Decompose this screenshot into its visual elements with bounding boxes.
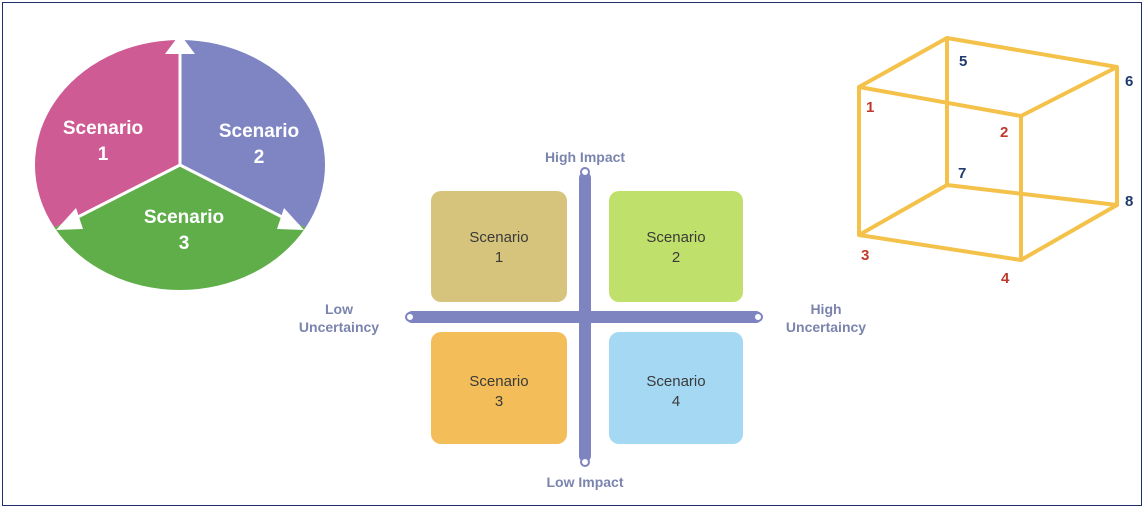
cube-edge-4-8 [1020, 203, 1118, 262]
cube-label-8: 8 [1125, 193, 1133, 210]
pie-slice-scenario-1 [34, 40, 180, 228]
axis-end-right [753, 312, 763, 322]
cube-edge-1-5 [858, 36, 948, 89]
low-uncertainty-label-line1: Low [325, 301, 353, 317]
matrix-box-1-label: Scenario [469, 229, 528, 246]
cube-label-2: 2 [1000, 124, 1008, 141]
cube-edge-3-7 [858, 183, 948, 237]
scenario-box-2 [609, 191, 743, 302]
low-uncertainty-label-line2: Uncertaincy [299, 319, 379, 335]
cube-label-3: 3 [861, 247, 869, 264]
matrix-box-2-number: 2 [672, 249, 680, 266]
cube-front-face [857, 85, 1023, 262]
scenario-cycle-diagram: Scenario 1 Scenario 2 Scenario 3 [34, 34, 326, 291]
axis-end-top [580, 167, 590, 177]
pie-label-scenario-1: Scenario [63, 118, 143, 139]
matrix-box-4-number: 4 [672, 393, 680, 410]
cube-label-1: 1 [866, 99, 874, 116]
axis-end-left [405, 312, 415, 322]
matrix-box-3-label: Scenario [469, 373, 528, 390]
scenario-matrix: Scenario 1 Scenario 2 Scenario 3 Scenari… [299, 149, 866, 490]
cube-back-face [945, 36, 1119, 207]
pie-slice-scenario-2 [180, 39, 326, 228]
cube-label-7: 7 [958, 165, 966, 182]
wireframe-cube [857, 36, 1119, 262]
cube-label-5: 5 [959, 53, 967, 70]
cube-label-4: 4 [1001, 270, 1010, 287]
high-uncertainty-label-line2: Uncertaincy [786, 319, 866, 335]
pie-label-scenario-1-number: 1 [98, 144, 109, 165]
scenario-box-3 [431, 332, 567, 444]
cube-label-6: 6 [1125, 73, 1133, 90]
pie-label-scenario-2-number: 2 [254, 147, 265, 168]
pie-divider-arrows [56, 34, 304, 230]
horizontal-uncertainty-axis [406, 311, 762, 323]
high-uncertainty-label-line1: High [810, 301, 841, 317]
low-impact-label: Low Impact [546, 474, 623, 490]
high-impact-label: High Impact [545, 149, 625, 165]
axis-end-bottom [580, 457, 590, 467]
pie-label-scenario-2: Scenario [219, 121, 299, 142]
scenario-box-4 [609, 332, 743, 444]
cube-vertex-labels: 1 2 3 4 5 6 7 8 [861, 53, 1133, 287]
pie-label-scenario-3-number: 3 [179, 233, 190, 254]
scenario-box-1 [431, 191, 567, 302]
matrix-box-4-label: Scenario [646, 373, 705, 390]
matrix-box-1-number: 1 [495, 249, 503, 266]
matrix-box-3-number: 3 [495, 393, 503, 410]
cube-edge-2-6 [1020, 65, 1118, 118]
pie-label-scenario-3: Scenario [144, 207, 224, 228]
matrix-box-2-label: Scenario [646, 229, 705, 246]
